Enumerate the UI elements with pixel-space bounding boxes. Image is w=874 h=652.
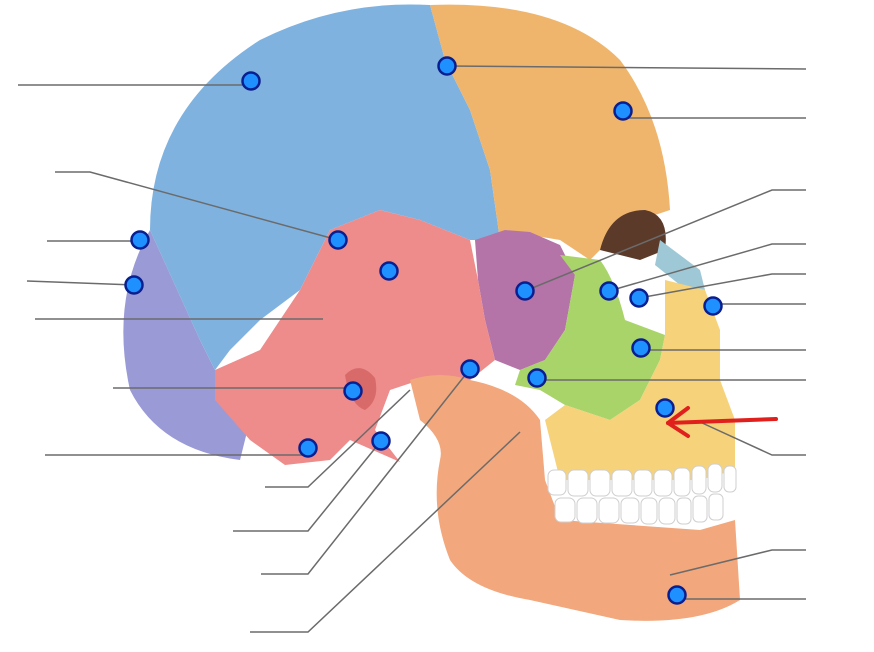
skull-illustration bbox=[123, 4, 740, 621]
hotspot-zygomatic-arch[interactable] bbox=[460, 359, 480, 379]
hotspot-squamous-suture[interactable] bbox=[328, 230, 348, 250]
orbit-cavity bbox=[600, 210, 666, 260]
hotspot-nasal[interactable] bbox=[703, 296, 723, 316]
hotspot-mastoid-process[interactable] bbox=[298, 438, 318, 458]
hotspot-lacrimal[interactable] bbox=[629, 288, 649, 308]
hotspot-maxilla[interactable] bbox=[655, 398, 675, 418]
hotspot-frontal[interactable] bbox=[613, 101, 633, 121]
nasal-bone bbox=[655, 240, 705, 290]
teeth bbox=[547, 463, 737, 525]
temporal-bone bbox=[215, 210, 495, 465]
hotspots bbox=[124, 56, 723, 605]
red-arrow-icon bbox=[666, 406, 778, 438]
hotspot-external-acoustic-meatus[interactable] bbox=[343, 381, 363, 401]
hotspot-parietal[interactable] bbox=[241, 71, 261, 91]
hotspot-mandible[interactable] bbox=[667, 585, 687, 605]
hotspot-sphenoid[interactable] bbox=[515, 281, 535, 301]
hotspot-ethmoid[interactable] bbox=[599, 281, 619, 301]
hotspot-zygomatic[interactable] bbox=[631, 338, 651, 358]
hotspot-coronal-suture[interactable] bbox=[437, 56, 457, 76]
hotspot-zygomatic-process[interactable] bbox=[527, 368, 547, 388]
mandible-bone bbox=[410, 375, 740, 621]
maxilla-bone bbox=[545, 280, 735, 480]
zygomatic-bone bbox=[515, 255, 665, 420]
frontal-bone bbox=[430, 4, 670, 260]
leader-lines bbox=[18, 65, 807, 633]
hotspot-styloid-process[interactable] bbox=[371, 431, 391, 451]
hotspot-occipital[interactable] bbox=[124, 275, 144, 295]
hotspot-lambdoid-suture[interactable] bbox=[130, 230, 150, 250]
parietal-bone bbox=[150, 4, 500, 370]
hotspot-temporal[interactable] bbox=[379, 261, 399, 281]
